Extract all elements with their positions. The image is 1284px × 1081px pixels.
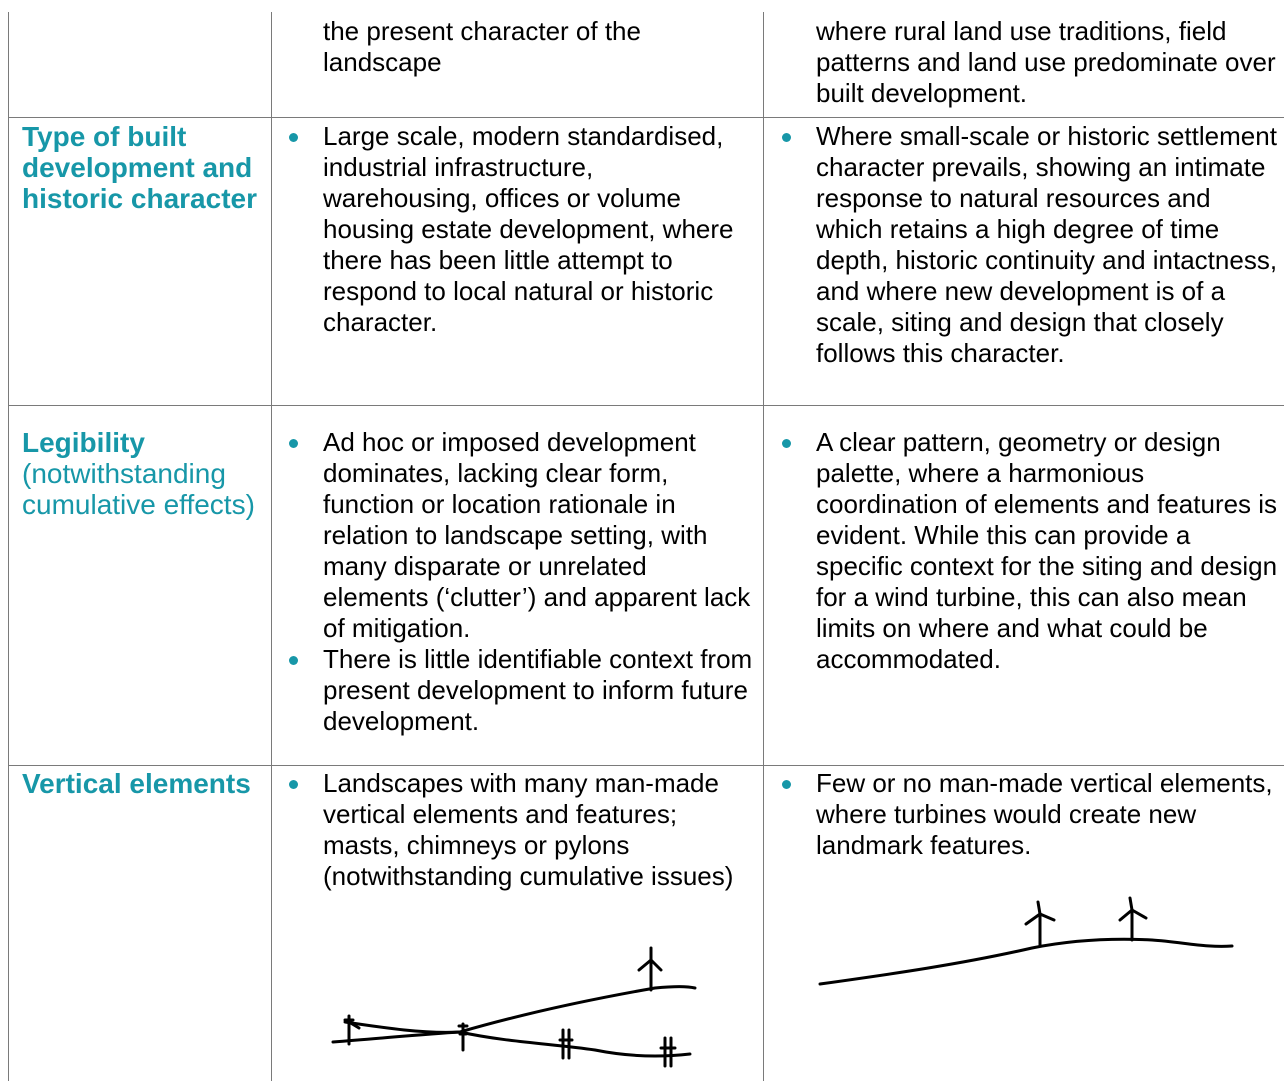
list-item: Large scale, modern standardised, indust… — [287, 121, 755, 338]
cluttered-landscape-sketch — [331, 946, 697, 1068]
column-divider-1 — [271, 12, 272, 1081]
row-divider-3 — [8, 765, 1284, 766]
column-divider-2 — [763, 12, 764, 1081]
list-item: Few or no man-made vertical elements, wh… — [780, 768, 1280, 861]
bullet-icon — [782, 780, 791, 789]
bullet-icon — [289, 656, 298, 665]
list-item: Ad hoc or imposed development dominates,… — [287, 427, 755, 644]
row-heading-legibility: Legibility (notwithstanding cumulative e… — [22, 427, 262, 520]
list-item-text: A clear pattern, geometry or design pale… — [816, 427, 1278, 674]
open-landscape-turbines-sketch — [818, 896, 1234, 986]
bullet-icon — [289, 439, 298, 448]
list-item: A clear pattern, geometry or design pale… — [780, 427, 1280, 675]
list-item-text: There is little identifiable context fro… — [323, 644, 753, 736]
bullet-icon — [782, 133, 791, 142]
list-item-text: Large scale, modern standardised, indust… — [323, 121, 734, 337]
row-heading-built-development: Type of built development and historic c… — [22, 121, 257, 214]
row-1-col3: Where small-scale or historic settlement… — [780, 121, 1280, 369]
row-heading: Legibility — [22, 427, 145, 458]
row-0-col3: where rural land use traditions, field p… — [780, 16, 1280, 109]
row-subheading: (notwithstanding cumulative effects) — [22, 458, 255, 520]
row-1-col2: Large scale, modern standardised, indust… — [287, 121, 755, 338]
row-heading-vertical-elements: Vertical elements — [22, 768, 251, 799]
bullet-icon — [289, 133, 298, 142]
bullet-icon — [289, 780, 298, 789]
row-3-col3: Few or no man-made vertical elements, wh… — [780, 768, 1280, 861]
list-item-text: Few or no man-made vertical elements, wh… — [816, 768, 1273, 860]
row-0-col3-text: where rural land use traditions, field p… — [816, 16, 1276, 108]
row-divider-1 — [8, 117, 1284, 118]
row-divider-2 — [8, 405, 1284, 406]
row-2-col2: Ad hoc or imposed development dominates,… — [287, 427, 755, 737]
row-0-col2: the present character of the landscape — [287, 16, 755, 78]
bullet-icon — [782, 439, 791, 448]
list-item: Where small-scale or historic settlement… — [780, 121, 1280, 369]
row-2-col3: A clear pattern, geometry or design pale… — [780, 427, 1280, 675]
list-item-text: Where small-scale or historic settlement… — [816, 121, 1278, 368]
table-border-left — [8, 12, 9, 1081]
list-item-text: Landscapes with many man-made vertical e… — [323, 768, 734, 891]
list-item-text: Ad hoc or imposed development dominates,… — [323, 427, 751, 643]
row-3-col2: Landscapes with many man-made vertical e… — [287, 768, 755, 892]
list-item: Landscapes with many man-made vertical e… — [287, 768, 755, 892]
row-0-col2-text: the present character of the landscape — [323, 16, 641, 77]
list-item: There is little identifiable context fro… — [287, 644, 755, 737]
